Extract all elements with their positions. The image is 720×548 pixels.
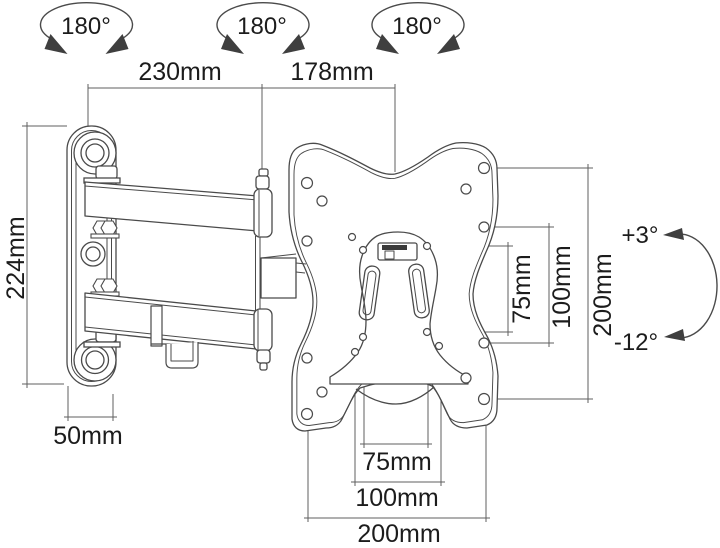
top-elbow-cap: [258, 168, 269, 177]
center-block-rail: [295, 262, 307, 265]
tilt-label-down: -12°: [614, 329, 658, 356]
top-pivot-bolt: [85, 143, 105, 163]
nut-base: [90, 233, 120, 239]
tilt-arrowheads: [663, 228, 685, 341]
articulating-arms: [84, 168, 307, 371]
dim-label-100mm-h: 100mm: [355, 484, 438, 512]
rotation-label-3: 180°: [392, 13, 442, 40]
vesa-hole: [460, 372, 472, 384]
arrowhead: [44, 34, 68, 54]
arrowhead: [221, 34, 244, 54]
bracket-bottom-arch: [355, 386, 435, 405]
vesa-hole: [478, 337, 490, 349]
bracket-latch-tab: [384, 250, 395, 260]
upper-arm-edge: [84, 185, 259, 201]
bottom-elbow-nut: [256, 349, 271, 364]
bracket-latch: [377, 242, 418, 261]
bottom-elbow-block: [253, 308, 273, 352]
lower-arm-edge: [84, 326, 257, 346]
rotation-arc-2: [216, 2, 310, 40]
hex-nut: [100, 220, 118, 236]
bracket-slot-right-inner: [411, 268, 427, 314]
vesa-plate-inner-edge: [293, 147, 494, 427]
arrowhead: [437, 34, 460, 54]
rotation-symbols: [39, 2, 465, 40]
bottom-pivot-bolt: [85, 350, 105, 370]
vesa-hole: [301, 352, 313, 364]
vesa-hole-small: [358, 245, 368, 255]
top-elbow-nut: [255, 175, 270, 190]
center-block-top: [260, 253, 297, 259]
rotation-arc-1: [39, 2, 134, 40]
vesa-hole-small: [350, 347, 360, 357]
vesa-hole-small: [347, 232, 357, 242]
lower-nut-pair: [90, 278, 120, 297]
vesa-hole: [477, 392, 491, 406]
vesa-hole: [316, 386, 328, 398]
arrowhead: [282, 34, 305, 54]
bracket-slot-left-inner: [362, 270, 377, 316]
vesa-hole-small: [434, 341, 444, 351]
cable-hook: [150, 305, 199, 369]
vesa-hole: [460, 183, 472, 195]
dim-label-224mm: 224mm: [2, 216, 30, 299]
cable-hook-strap: [150, 305, 163, 347]
rotation-label-1: 180°: [61, 13, 111, 40]
vesa-hole: [478, 221, 490, 233]
rotation-arc-3: [371, 2, 465, 40]
labels: 180° 180° 180° 230mm 178mm 224mm 50mm 75…: [2, 13, 658, 548]
hex-nut: [100, 278, 118, 294]
dim-label-75mm-h: 75mm: [362, 448, 431, 476]
wall-plate-inner-1: [71, 130, 112, 382]
vesa-hole: [300, 176, 314, 190]
vesa-hole: [477, 161, 491, 175]
monitor-bracket: [329, 231, 469, 405]
vesa-hole: [301, 235, 313, 247]
cable-hook-u-inner: [170, 341, 194, 362]
monitor-bracket-outline: [329, 231, 469, 385]
rotation-label-2: 180°: [237, 13, 287, 40]
rotation-arrowheads: [44, 34, 460, 54]
wall-plate-mid-hole-inner: [85, 246, 101, 262]
arrowhead: [105, 34, 129, 54]
dim-label-178mm: 178mm: [290, 58, 373, 86]
center-block-rail: [295, 271, 306, 274]
dim-label-230mm: 230mm: [138, 58, 221, 86]
tilt-arc: [677, 233, 718, 339]
vesa-hole-small: [358, 332, 368, 342]
tilt-label-up: +3°: [622, 222, 659, 249]
upper-nut-pair: [90, 220, 120, 239]
top-pivot-drum: [95, 165, 118, 180]
top-elbow-block: [253, 188, 273, 238]
bottom-pivot-base: [83, 341, 121, 348]
bottom-elbow-cap: [259, 362, 268, 371]
dim-label-200mm-v: 200mm: [589, 253, 617, 336]
vesa-hole: [300, 407, 314, 421]
lower-arm-edge: [84, 296, 257, 316]
vesa-holes: [300, 161, 491, 421]
arrowhead: [664, 329, 685, 341]
dim-label-100mm-v: 100mm: [548, 245, 576, 328]
bracket-latch-slot: [382, 245, 407, 250]
vesa-hole-small: [422, 327, 432, 337]
center-block: [260, 257, 297, 299]
dim-label-50mm: 50mm: [53, 422, 122, 450]
wall-plate: [66, 125, 121, 387]
arrowhead: [376, 34, 399, 54]
tilt-symbol: [677, 233, 718, 339]
vesa-hole-small: [422, 241, 432, 251]
bracket-slot-left: [358, 265, 381, 321]
arrowhead: [663, 228, 684, 240]
dim-label-75mm-v: 75mm: [508, 254, 536, 323]
bracket-slot-right: [408, 263, 430, 319]
vesa-hole: [316, 195, 328, 207]
dim-label-200mm-h: 200mm: [357, 520, 440, 548]
